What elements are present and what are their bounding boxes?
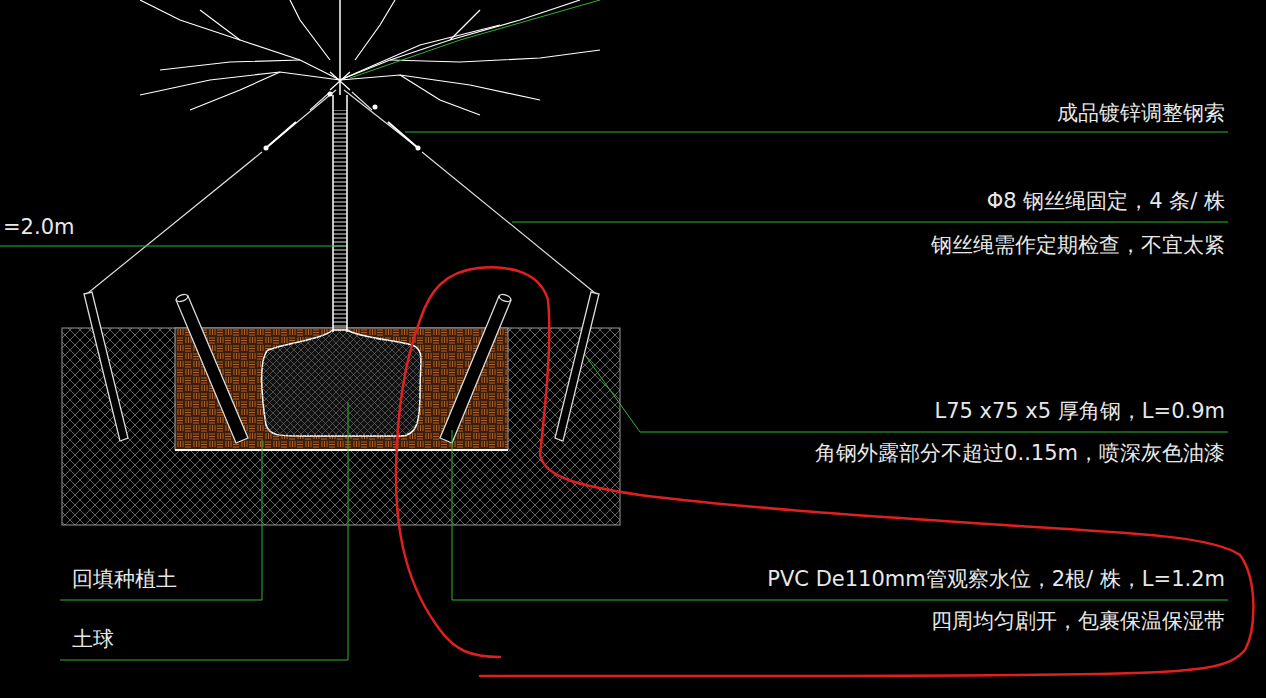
root-ball-hatch: [262, 330, 421, 436]
cable-clamps: [264, 92, 421, 151]
callout-label: 钢丝绳需作定期检查，不宜太紧: [931, 232, 1225, 258]
red-annotation-loop: [396, 267, 1253, 676]
callout-label: 角钢外露部分不超过0..15m，喷深灰色油漆: [815, 440, 1225, 466]
guy-cables: [88, 90, 595, 293]
leader-lines: [0, 132, 1228, 660]
pit-bottom: [175, 449, 508, 451]
angle-steel: [84, 292, 599, 441]
callout-label: PVC De110mm管观察水位，2根/ 株，L=1.2m: [767, 566, 1225, 592]
pvc-pipes: [175, 293, 511, 443]
callout-label: 四周均匀剧开，包裹保温保湿带: [931, 608, 1225, 634]
tree-trunk: [333, 0, 347, 332]
callout-label: 土球: [72, 626, 114, 652]
root-ball: [262, 330, 421, 436]
callout-label: 成品镀锌调整钢索: [1057, 100, 1225, 126]
callout-label: L75 x75 x5 厚角钢，L=0.9m: [934, 398, 1225, 424]
tree-crown: [140, 0, 600, 115]
callout-label: 回填种植土: [72, 566, 177, 592]
trunk-hatch: [333, 110, 347, 332]
ground-hatch: [62, 328, 620, 525]
turnbuckles: [266, 122, 418, 148]
callout-label: Φ8 钢丝绳固定，4 条/ 株: [987, 188, 1225, 214]
callout-label: =2.0m: [3, 214, 74, 240]
crown-line: [350, 0, 600, 78]
